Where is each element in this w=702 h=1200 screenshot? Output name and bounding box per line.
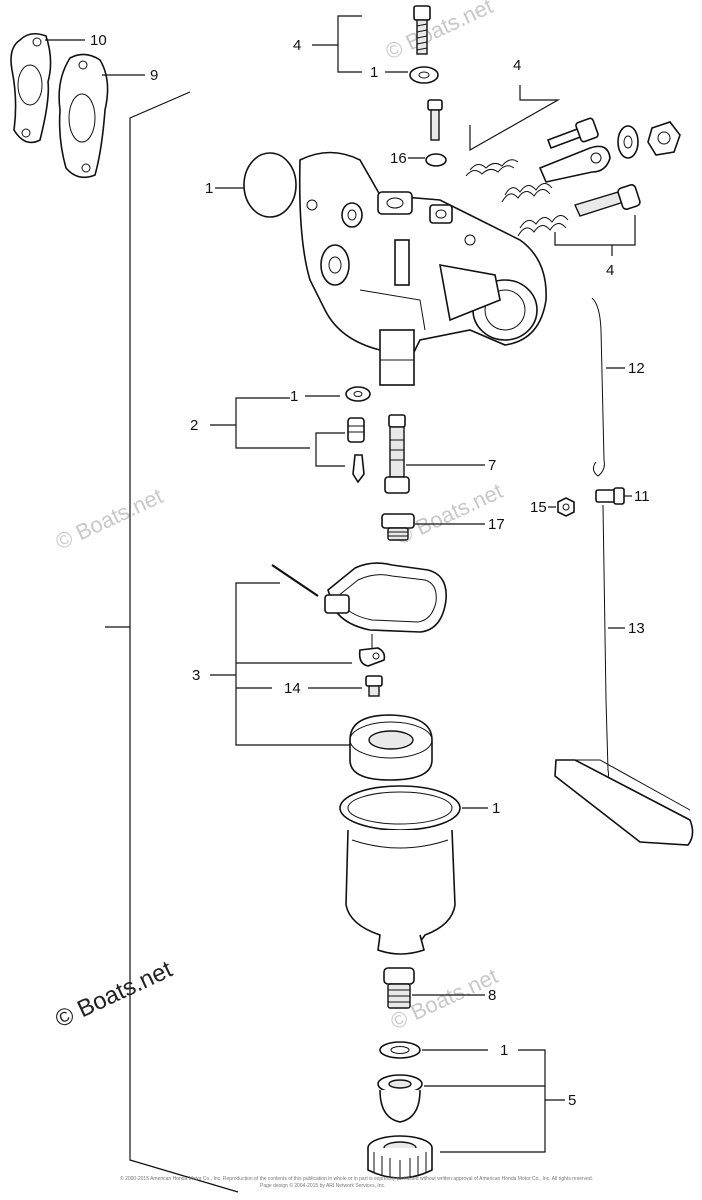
bracket-2-sub: [315, 432, 345, 467]
watermark: © Boats.net: [52, 483, 167, 554]
washer-top: [409, 66, 439, 84]
callout-12: 12: [628, 360, 645, 377]
spring-screw-lower: [501, 183, 641, 237]
float-pin: [271, 564, 319, 597]
callout-8: 8: [488, 987, 496, 1004]
washer-mid: [345, 386, 371, 402]
gasket-10: [10, 32, 52, 144]
callout-17: 17: [488, 516, 505, 533]
bracket-2: [235, 397, 310, 449]
pilot-screw-16: [425, 99, 447, 167]
callout-13: 13: [628, 620, 645, 637]
float-chamber-ring: [349, 714, 433, 781]
callout-5: 5: [568, 1092, 576, 1109]
drain-nut: [367, 1135, 433, 1180]
nut-washer-right: [617, 121, 681, 159]
lever-arm: [538, 145, 611, 183]
bracket-4b: [469, 85, 561, 152]
callout-7: 7: [488, 457, 496, 474]
bracket-5: [440, 1049, 546, 1153]
throttle-rod-13: [602, 504, 609, 783]
callout-1d: 1: [492, 800, 500, 817]
bracket-item-6: [129, 91, 239, 1193]
callout-1c: 1: [290, 388, 298, 405]
washer-lower: [379, 1041, 421, 1059]
linkage-plate: [554, 759, 694, 846]
callout-11: 11: [634, 488, 650, 505]
float-arm-tab: [358, 634, 386, 667]
nut-15: [557, 497, 575, 517]
float: [324, 562, 447, 633]
gasket-9: [58, 53, 109, 179]
callout-3: 3: [192, 667, 200, 684]
drain-cup: [377, 1074, 423, 1123]
callout-1a: 1: [370, 64, 378, 81]
bracket-3: [235, 582, 350, 746]
bracket-4a: [337, 15, 362, 73]
callout-10: 10: [90, 32, 107, 49]
callout-16: 16: [390, 150, 407, 167]
needle-valve-seat: [347, 417, 365, 443]
drain-plug-8: [383, 967, 415, 1009]
jet-17: [381, 513, 415, 541]
spring-screw-upper: [465, 117, 599, 177]
callout-15: 15: [530, 499, 547, 516]
callout-9: 9: [150, 67, 158, 84]
callout-2: 2: [190, 417, 198, 434]
carburetor-body: [298, 151, 547, 386]
callout-14: 14: [284, 680, 301, 697]
watermark-logo: © Boats.net: [51, 956, 177, 1034]
o-ring-upper: [243, 152, 297, 218]
float-bowl: [339, 785, 461, 955]
callout-4b: 4: [513, 57, 521, 74]
screw-top: [413, 5, 431, 55]
bracket-4c: [554, 215, 636, 246]
float-needle: [352, 454, 365, 484]
callout-1b: 1: [205, 180, 213, 197]
screw-11: [595, 487, 625, 505]
footer-page-design: Page design © 2004-2015 by ARI Network S…: [260, 1182, 385, 1189]
screw-14: [365, 675, 383, 697]
callout-4a: 4: [293, 37, 301, 54]
watermark: © Boats.net: [382, 0, 497, 65]
main-nozzle-7: [384, 414, 410, 494]
callout-4c: 4: [606, 262, 614, 279]
callout-1e: 1: [500, 1042, 508, 1059]
choke-rod-12: [591, 297, 605, 477]
footer-copyright: © 2000-2015 American Honda Motor Co., In…: [120, 1175, 593, 1182]
